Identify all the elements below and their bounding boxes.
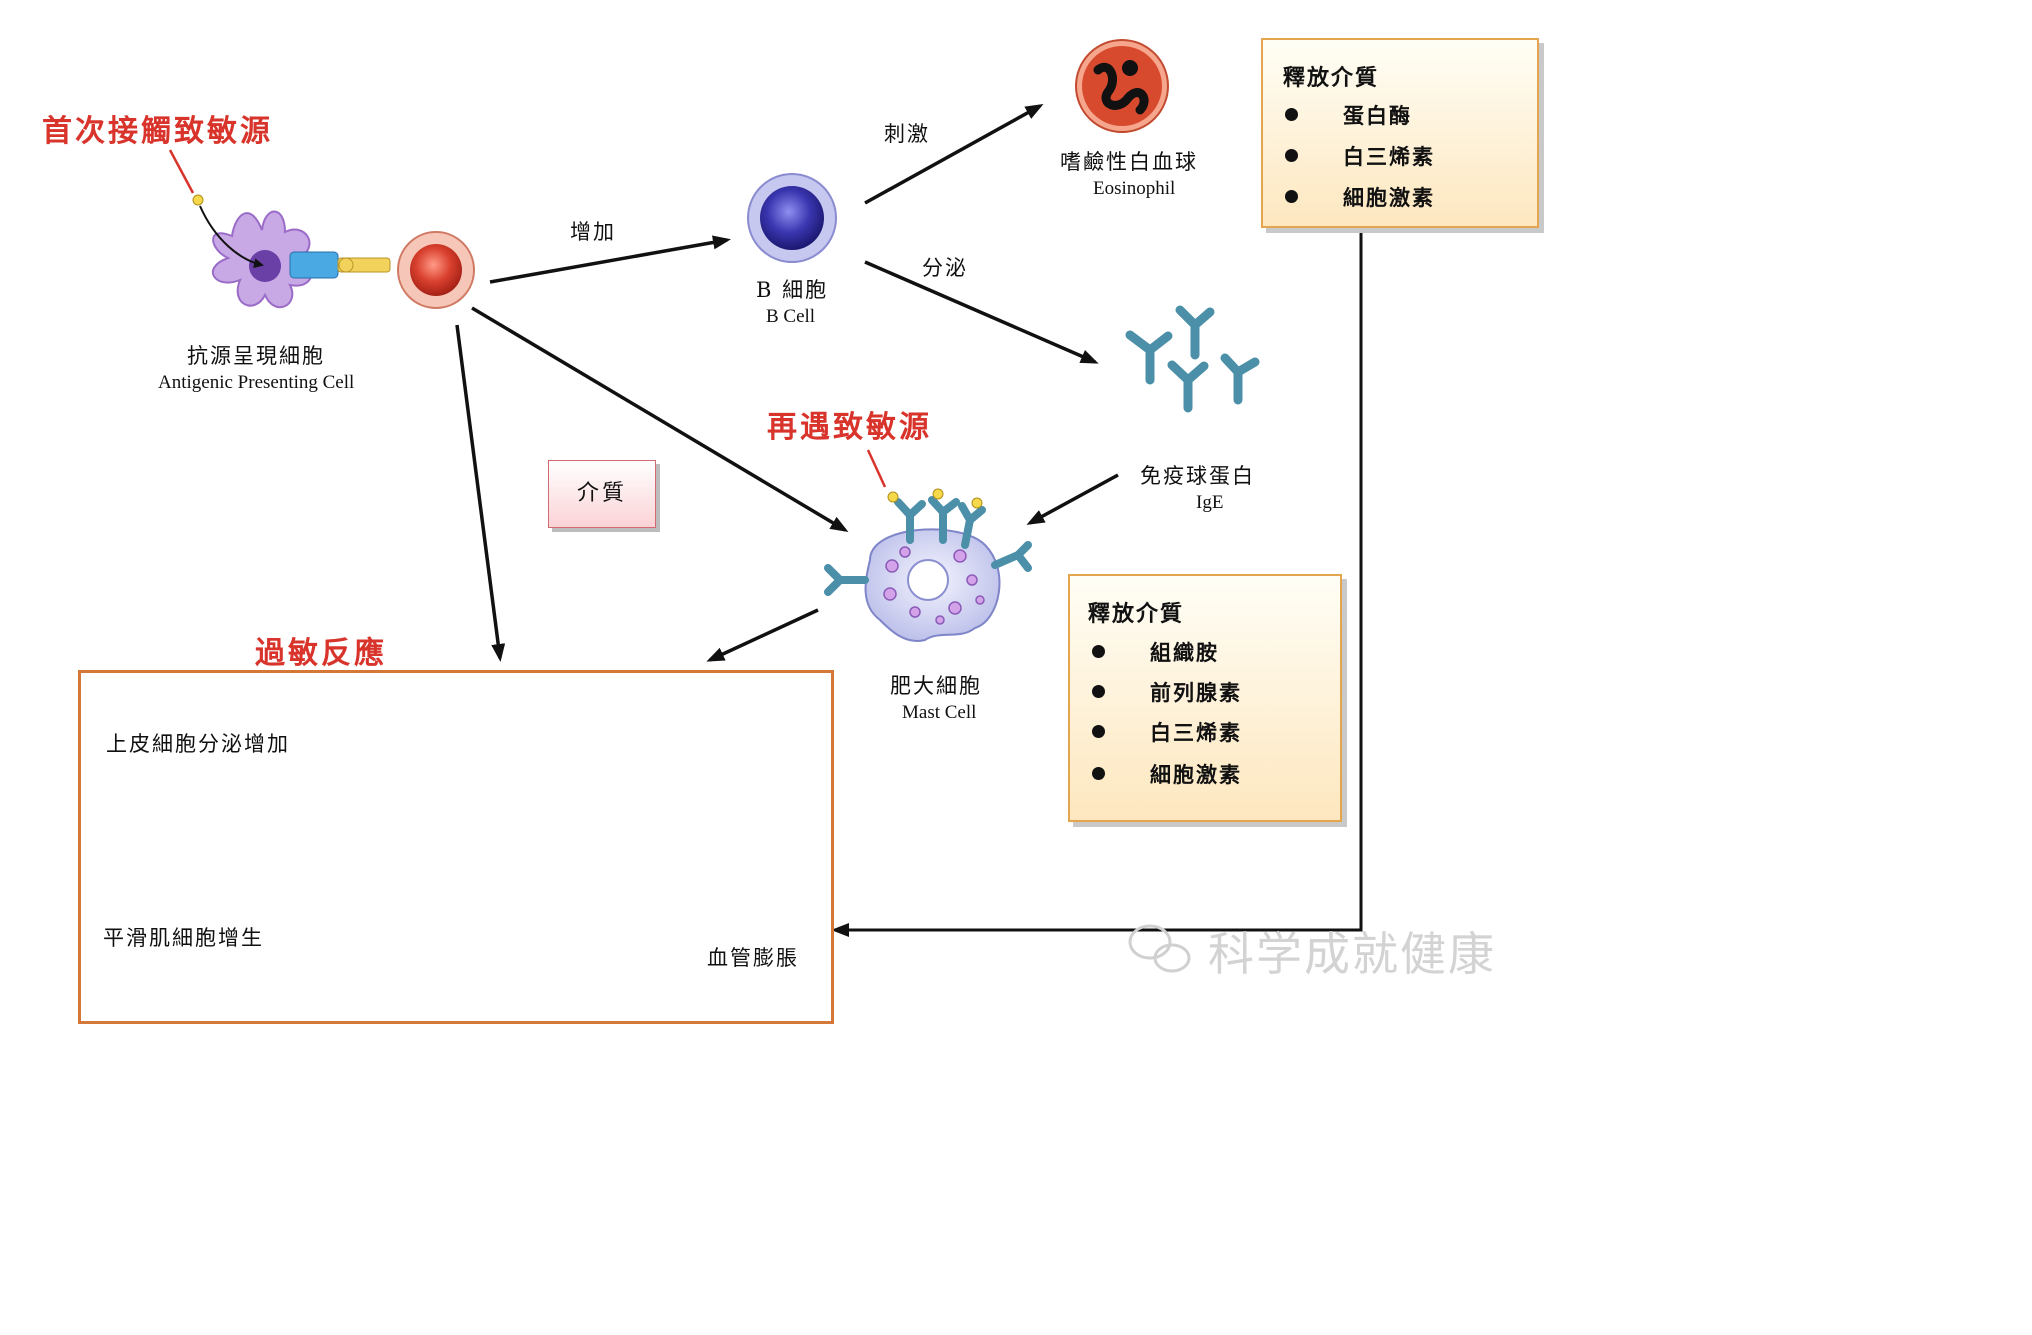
- bullet-icon: [1092, 643, 1105, 662]
- watermark-text: 科学成就健康: [1208, 927, 1496, 981]
- mast-box-item: 細胞激素: [1150, 762, 1242, 787]
- eosinophil-box-item: 細胞激素: [1343, 185, 1435, 210]
- mast-cell-icon: [824, 488, 1032, 642]
- arrow-eos-mediator-to-reaction: [831, 228, 1363, 937]
- mast-mediator-box: 釋放介質 組織胺 前列腺素 白三烯素 細胞激素: [1068, 574, 1342, 822]
- mast-box-item: 白三烯素: [1150, 720, 1242, 745]
- dendritic-cell-icon: [192, 194, 391, 309]
- mast-cell-label-en: Mast Cell: [902, 702, 977, 723]
- reaction-vasodilation-label: 血管膨脹: [707, 946, 799, 970]
- allergic-reaction-title: 過敏反應: [255, 636, 387, 671]
- b-cell-icon: [747, 173, 837, 263]
- eosinophil-box-item: 蛋白酶: [1343, 103, 1412, 128]
- ige-label-zh: 免疫球蛋白: [1140, 464, 1255, 488]
- bullet-icon: [1092, 765, 1105, 784]
- apc-label-zh: 抗源呈現細胞: [187, 344, 325, 368]
- mediator-label: 介質: [576, 481, 627, 506]
- arrow-b-to-ige: [864, 260, 1099, 364]
- eosinophil-box-title: 釋放介質: [1283, 65, 1380, 91]
- arrow-mast-to-reaction: [706, 608, 819, 662]
- t-cell-icon: [397, 231, 475, 309]
- arrow-label-secrete: 分泌: [922, 256, 968, 280]
- ige-label-en: IgE: [1196, 492, 1224, 513]
- b-cell-label-en: B Cell: [766, 306, 816, 327]
- arrow-t-to-b: [489, 235, 731, 284]
- blood-vessel-icon: [564, 882, 670, 988]
- arrow-label-stimulate: 刺激: [884, 122, 930, 146]
- reaction-epithelial-label: 上皮細胞分泌增加: [106, 732, 290, 756]
- reaction-smooth-muscle-label: 平滑肌細胞增生: [103, 926, 264, 950]
- wechat-watermark-icon: [1128, 924, 1191, 973]
- arrow-b-to-eos: [864, 104, 1044, 205]
- eosinophil-box-item: 白三烯素: [1343, 144, 1435, 169]
- arrow-t-to-mast: [471, 306, 849, 533]
- mast-box-item: 前列腺素: [1150, 680, 1242, 705]
- eosinophil-label-en: Eosinophil: [1093, 178, 1176, 199]
- mast-box-item: 組織胺: [1150, 640, 1219, 665]
- bullet-icon: [1092, 683, 1105, 702]
- mast-box-title: 釋放介質: [1088, 601, 1185, 627]
- eosinophil-label-zh: 嗜鹼性白血球: [1060, 150, 1198, 174]
- mast-cell-label-zh: 肥大細胞: [890, 674, 982, 698]
- epithelium-icon: [354, 697, 656, 887]
- arrow-ige-to-mast: [1026, 473, 1119, 525]
- bullet-icon: [1092, 723, 1105, 742]
- bullet-icon: [1285, 188, 1298, 207]
- first-contact-title: 首次接觸致敏源: [42, 114, 273, 149]
- bullet-icon: [1285, 147, 1298, 166]
- arrow-label-increase: 增加: [570, 220, 616, 244]
- ige-antibody-icon: [1125, 305, 1260, 413]
- eosinophil-mediator-box: 釋放介質 蛋白酶 白三烯素 細胞激素: [1261, 38, 1539, 228]
- arrow-t-to-reaction: [455, 324, 506, 662]
- bullet-icon: [1285, 106, 1298, 125]
- apc-label-en: Antigenic Presenting Cell: [158, 372, 355, 393]
- b-cell-label-zh: B 細胞: [756, 278, 829, 302]
- re-encounter-title: 再遇致敏源: [767, 410, 932, 445]
- mediator-label-box: 介質: [548, 460, 656, 528]
- eosinophil-icon: [1075, 39, 1169, 133]
